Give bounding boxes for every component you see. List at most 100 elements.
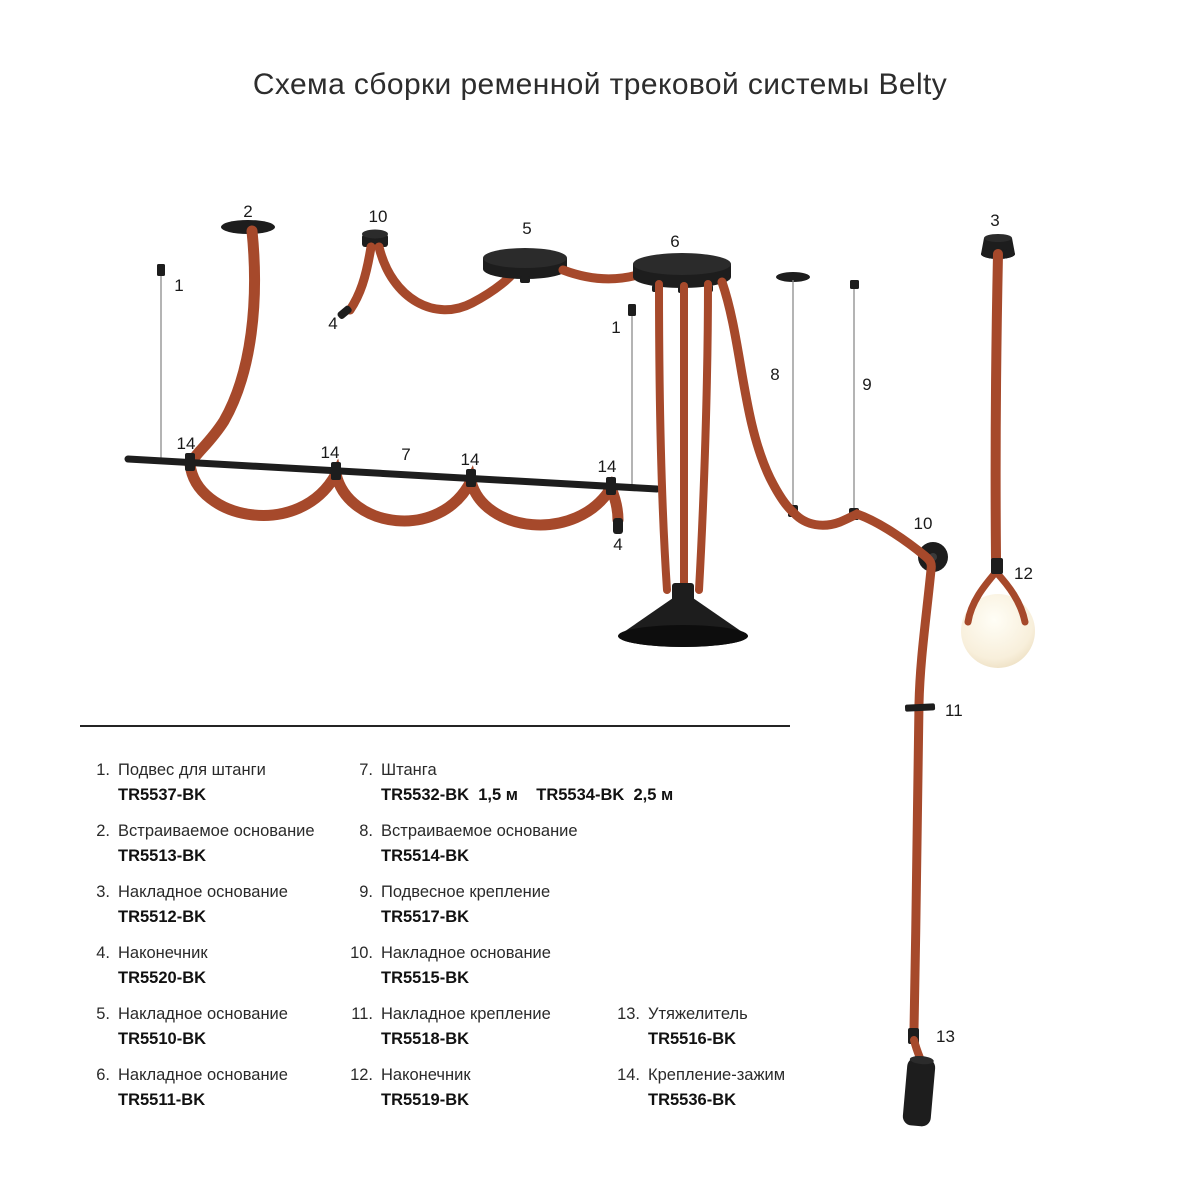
suspension-right — [628, 304, 636, 487]
callout-label: 10 — [914, 514, 933, 533]
callout-label: 4 — [613, 535, 622, 554]
legend: 1. Подвес для штанги TR5537-BK 2. Встраива… — [80, 758, 910, 1124]
ceiling-base-2 — [221, 220, 275, 234]
legend-item: 6. Накладное основание TR5511-BK — [80, 1063, 343, 1113]
callout-label: 3 — [990, 211, 999, 230]
callout-label: 11 — [945, 701, 963, 720]
callout-labels: 2 10 5 6 3 1 4 1 8 9 14 14 7 14 14 4 10 … — [174, 202, 1033, 1046]
legend-column-3: 13. Утяжелитель TR5516-BK 14. Крепление-за… — [610, 758, 860, 1124]
callout-label: 5 — [522, 219, 531, 238]
legend-divider — [80, 725, 790, 727]
callout-label: 1 — [174, 276, 183, 295]
legend-item-code: TR5512-BK — [118, 908, 207, 926]
legend-item-number: 10. — [350, 944, 373, 962]
legend-item-name: Накладное основание — [118, 883, 288, 901]
legend-item: 7. Штанга TR5532-BK 1,5 м TR5534-BK 2,5 м — [343, 758, 674, 808]
track-rod-7 — [124, 455, 661, 493]
belt-tip-4-left — [613, 518, 623, 534]
callout-label: 7 — [401, 445, 410, 464]
callout-label: 8 — [770, 365, 779, 384]
page-title: Схема сборки ременной трековой системы B… — [252, 68, 948, 101]
pendant-belts — [655, 280, 712, 594]
callout-label: 12 — [1014, 564, 1033, 583]
ball-lamp-12 — [961, 558, 1035, 668]
surface-base-5 — [483, 248, 567, 283]
belt-6-to-right — [717, 277, 936, 575]
legend-item-code: TR5536-BK — [648, 1091, 737, 1109]
belt-connector-11 — [904, 703, 936, 712]
callout-label: 6 — [670, 232, 679, 251]
legend-item-code: TR5511-BK — [118, 1091, 206, 1109]
legend-item-name: Крепление-зажим — [648, 1066, 786, 1084]
callout-label: 14 — [461, 450, 480, 469]
callout-label: 14 — [177, 434, 196, 453]
callout-label: 2 — [243, 202, 252, 221]
callout-label: 1 — [611, 318, 620, 337]
callout-label: 9 — [862, 375, 871, 394]
callout-label: 14 — [321, 443, 340, 462]
legend-item-code: TR5537-BK — [118, 786, 207, 804]
legend-item: 9. Подвесное крепление TR5517-BK — [343, 880, 610, 930]
cone-shade — [618, 583, 748, 647]
vertical-belt-right — [909, 565, 936, 1035]
legend-item: 12. Наконечник TR5519-BK — [343, 1063, 610, 1113]
legend-item-number: 5. — [96, 1005, 110, 1023]
legend-item-number: 14. — [617, 1066, 640, 1084]
legend-item-number: 6. — [96, 1066, 110, 1084]
callout-label: 14 — [598, 457, 617, 476]
legend-item: 8.Встраиваемое основание TR5514-BK — [343, 819, 610, 869]
weight-13 — [902, 1056, 936, 1127]
callout-label: 13 — [936, 1027, 955, 1046]
legend-column-1: 1. Подвес для штанги TR5537-BK 2. Встраива… — [80, 758, 343, 1124]
legend-item-number: 8. — [359, 822, 373, 840]
callout-label: 10 — [369, 207, 388, 226]
legend-item-name: Утяжелитель — [648, 1005, 748, 1023]
legend-item-code: TR5518-BK — [381, 1030, 470, 1048]
legend-item: 4. Наконечник TR5520-BK — [80, 941, 343, 991]
legend-column-2: 7. Штанга TR5532-BK 1,5 м TR5534-BK 2,5 м… — [343, 758, 674, 1124]
legend-item-number: 1. — [96, 761, 110, 779]
legend-item-code: TR5532-BK 1,5 м TR5534-BK 2,5 м — [381, 786, 674, 804]
legend-item: 5. Накладное основание TR5510-BK — [80, 1002, 343, 1052]
legend-item-number: 3. — [96, 883, 110, 901]
legend-item: 1. Подвес для штанги TR5537-BK — [80, 758, 343, 808]
legend-item-name: Подвес для штанги — [118, 761, 266, 779]
legend-item-number: 11. — [351, 1005, 373, 1023]
legend-item-code: TR5520-BK — [118, 969, 207, 987]
legend-item-number: 13. — [617, 1005, 640, 1023]
legend-item-number: 2. — [96, 822, 110, 840]
legend-item: 13. Утяжелитель TR5516-BK — [610, 1002, 860, 1052]
legend-item-name: Подвесное крепление — [381, 883, 551, 901]
suspension-9 — [849, 280, 859, 520]
legend-item-name: Штанга — [381, 761, 437, 779]
legend-item-name: Наконечник — [381, 1066, 471, 1084]
surface-base-10-top — [362, 229, 388, 247]
legend-item-code: TR5517-BK — [381, 908, 470, 926]
legend-item: 10.Накладное основание TR5515-BK — [343, 941, 610, 991]
legend-item-number: 12. — [350, 1066, 373, 1084]
legend-item-name: Накладное крепление — [381, 1005, 551, 1023]
legend-item-name: Наконечник — [118, 944, 208, 962]
legend-item-name: Накладное основание — [118, 1005, 288, 1023]
legend-item: 3. Накладное основание TR5512-BK — [80, 880, 343, 930]
legend-item: 2. Встраиваемое основание TR5513-BK — [80, 819, 343, 869]
legend-item-code: TR5513-BK — [118, 847, 207, 865]
legend-item-name: Встраиваемое основание — [118, 822, 315, 840]
legend-item-code: TR5515-BK — [381, 969, 470, 987]
belt-3-down — [990, 249, 1003, 563]
belt-clamps-14 — [185, 453, 616, 495]
belt-10-to-5 — [374, 242, 524, 315]
legend-item: 11. Накладное крепление TR5518-BK — [343, 1002, 610, 1052]
legend-item-number: 7. — [359, 761, 373, 779]
legend-item-number: 4. — [96, 944, 110, 962]
legend-item-code: TR5514-BK — [381, 847, 470, 865]
belt-5-to-6 — [558, 265, 646, 284]
suspension-left — [157, 264, 165, 461]
legend-item-number: 9. — [359, 883, 373, 901]
legend-item-name: Накладное основание — [118, 1066, 288, 1084]
legend-item: 14. Крепление-зажим TR5536-BK — [610, 1063, 860, 1113]
legend-item-code: TR5516-BK — [648, 1030, 737, 1048]
legend-item-code: TR5510-BK — [118, 1030, 207, 1048]
legend-item-code: TR5519-BK — [381, 1091, 470, 1109]
